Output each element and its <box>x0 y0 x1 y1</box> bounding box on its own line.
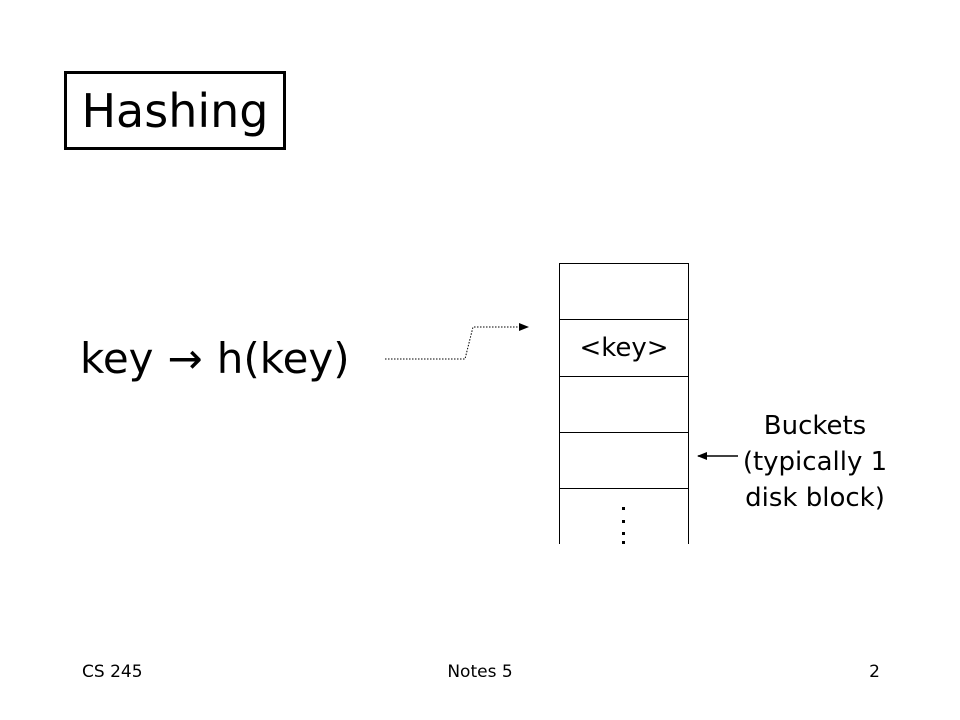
dot <box>622 541 625 544</box>
hash-pointer-arrow <box>385 323 529 360</box>
formula-arrow: → <box>167 334 203 383</box>
dot <box>622 520 625 523</box>
slide-title-text: Hashing <box>81 83 269 138</box>
bucket-slot-key: <key> <box>559 319 689 377</box>
buckets-label-line: (typically 1 <box>742 447 888 477</box>
bucket-slot <box>559 263 689 320</box>
bucket-slot <box>559 432 689 489</box>
footer-course: CS 245 <box>82 662 143 682</box>
buckets-label: Buckets (typically 1 disk block) <box>730 408 900 516</box>
formula-hash: h(key) <box>216 334 350 383</box>
bucket-array: <key> <box>559 263 689 544</box>
dot <box>622 532 625 535</box>
dot <box>622 507 625 510</box>
buckets-label-line: disk block) <box>745 483 885 513</box>
hash-formula: key→h(key) <box>80 338 350 380</box>
slide-title: Hashing <box>64 71 286 150</box>
buckets-label-line: Buckets <box>763 411 867 441</box>
continuation-dots <box>559 495 689 544</box>
bucket-key-label: <key> <box>579 333 669 363</box>
bucket-slot-continued <box>559 488 689 544</box>
bucket-slot <box>559 376 689 433</box>
footer-page-number: 2 <box>869 662 880 682</box>
formula-key: key <box>80 334 154 383</box>
footer-notes: Notes 5 <box>447 662 513 682</box>
